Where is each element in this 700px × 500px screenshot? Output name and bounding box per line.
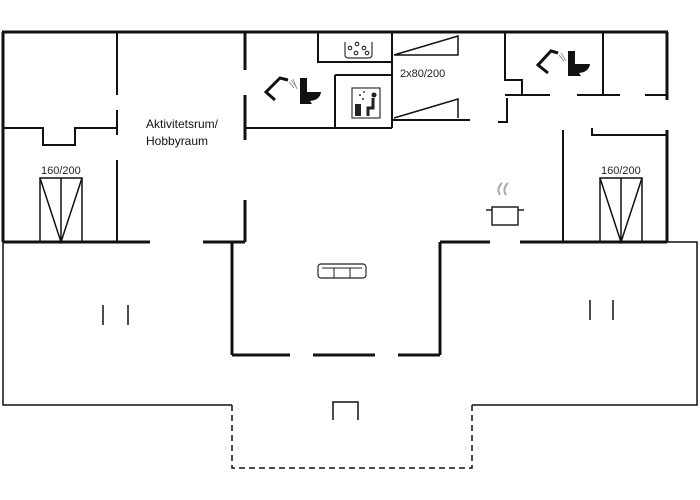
room-label-line: Hobbyraum [146,134,209,148]
bed-left [39,177,83,245]
toilet-icon [300,78,321,104]
terrace-outline [2,241,698,469]
sofa-icon [317,263,367,279]
bunk-bed-size-label: 2x80/200 [400,68,446,80]
room-label-activity: Aktivitetsrum/ Hobbyraum [146,116,218,150]
bed-size-label-left: 160/200 [41,165,81,177]
shower-icon [263,76,298,102]
bed-size-label-right: 160/200 [601,165,641,177]
bunk-beds [393,34,459,119]
cooking-pot-icon [486,182,524,226]
whirlpool-icon [344,41,373,59]
bed-right [599,177,643,245]
sauna-icon [351,87,381,119]
exterior-walls [1,30,669,357]
interior-walls [3,32,667,242]
toilet-icon [568,51,590,76]
shower-icon [535,49,567,75]
room-label-line: Aktivitetsrum/ [146,117,219,131]
